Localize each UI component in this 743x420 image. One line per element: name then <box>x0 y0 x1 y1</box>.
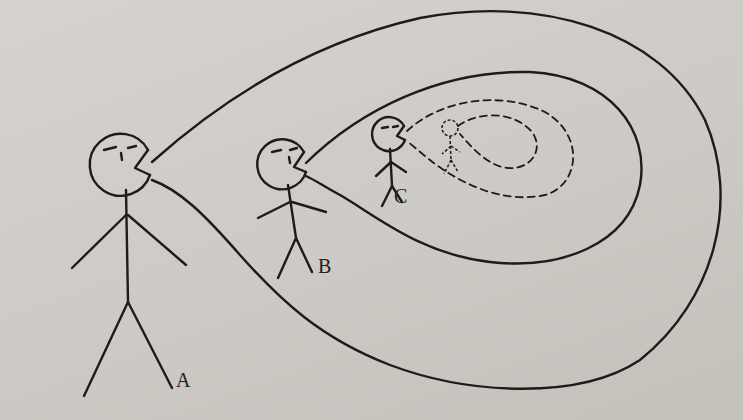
figure-label: A <box>176 370 190 390</box>
stick-figure-b <box>257 139 326 278</box>
dashed-figure <box>442 120 460 174</box>
stick-figure-a <box>72 134 186 396</box>
dashed-loop-c <box>407 100 573 197</box>
middle-loop <box>306 72 642 264</box>
outer-loop <box>152 11 721 389</box>
figure-label: C <box>394 186 407 206</box>
dashed-loop-inner <box>458 115 537 168</box>
figure-label: B <box>318 256 331 276</box>
